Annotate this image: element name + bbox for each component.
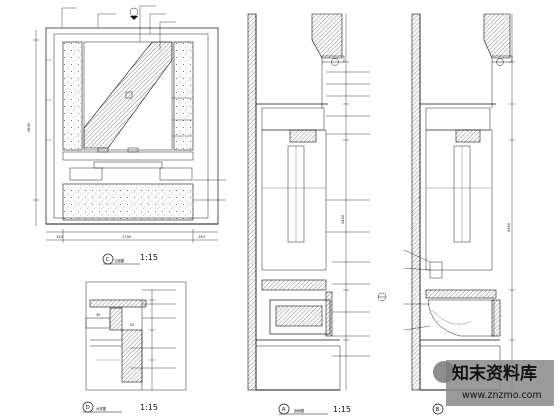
view-c-bubble-letter: C: [106, 257, 110, 263]
section-view-b: 2600 B: [403, 13, 515, 415]
view-d-scale: 1:15: [140, 403, 158, 412]
view-a-bubble-letter: A: [282, 407, 286, 413]
view-a-scale: 1:15: [333, 405, 351, 414]
right-part-dim: 150: [198, 235, 206, 239]
view-d-bubble-letter: D: [86, 405, 90, 411]
view-d-label: 大样图: [96, 406, 107, 411]
watermark: 知末资料库 www.znzmo.com: [433, 360, 554, 406]
detail-view-d: 20 30 D 大样图 1:15: [82, 281, 187, 413]
view-c-label: 立面图: [114, 258, 125, 263]
overall-width-dim: 1700: [122, 235, 132, 239]
watermark-brand: 知末资料库: [451, 363, 537, 384]
view-b-bubble: [432, 403, 444, 415]
left-part-dim: 150: [56, 235, 64, 239]
watermark-logo-icon: [433, 361, 455, 383]
section-view-a: 2400 A 剖面图 1:15: [247, 13, 387, 415]
watermark-backdrop: [446, 360, 554, 406]
overall-height-dim: 2800: [27, 122, 31, 132]
section-a-height-dim: 2400: [341, 214, 345, 224]
view-c-scale: 1:15: [140, 253, 158, 262]
view-b-bubble-letter: B: [436, 407, 440, 413]
view-a-label: 剖面图: [294, 408, 305, 413]
watermark-url: www.znzmo.com: [462, 390, 542, 401]
elevation-view-c: 2800 150 1700 150 C 立面图: [27, 5, 226, 265]
svg-text:30: 30: [96, 313, 100, 317]
section-b-height-dim: 2600: [507, 222, 511, 232]
svg-text:20: 20: [130, 323, 134, 327]
